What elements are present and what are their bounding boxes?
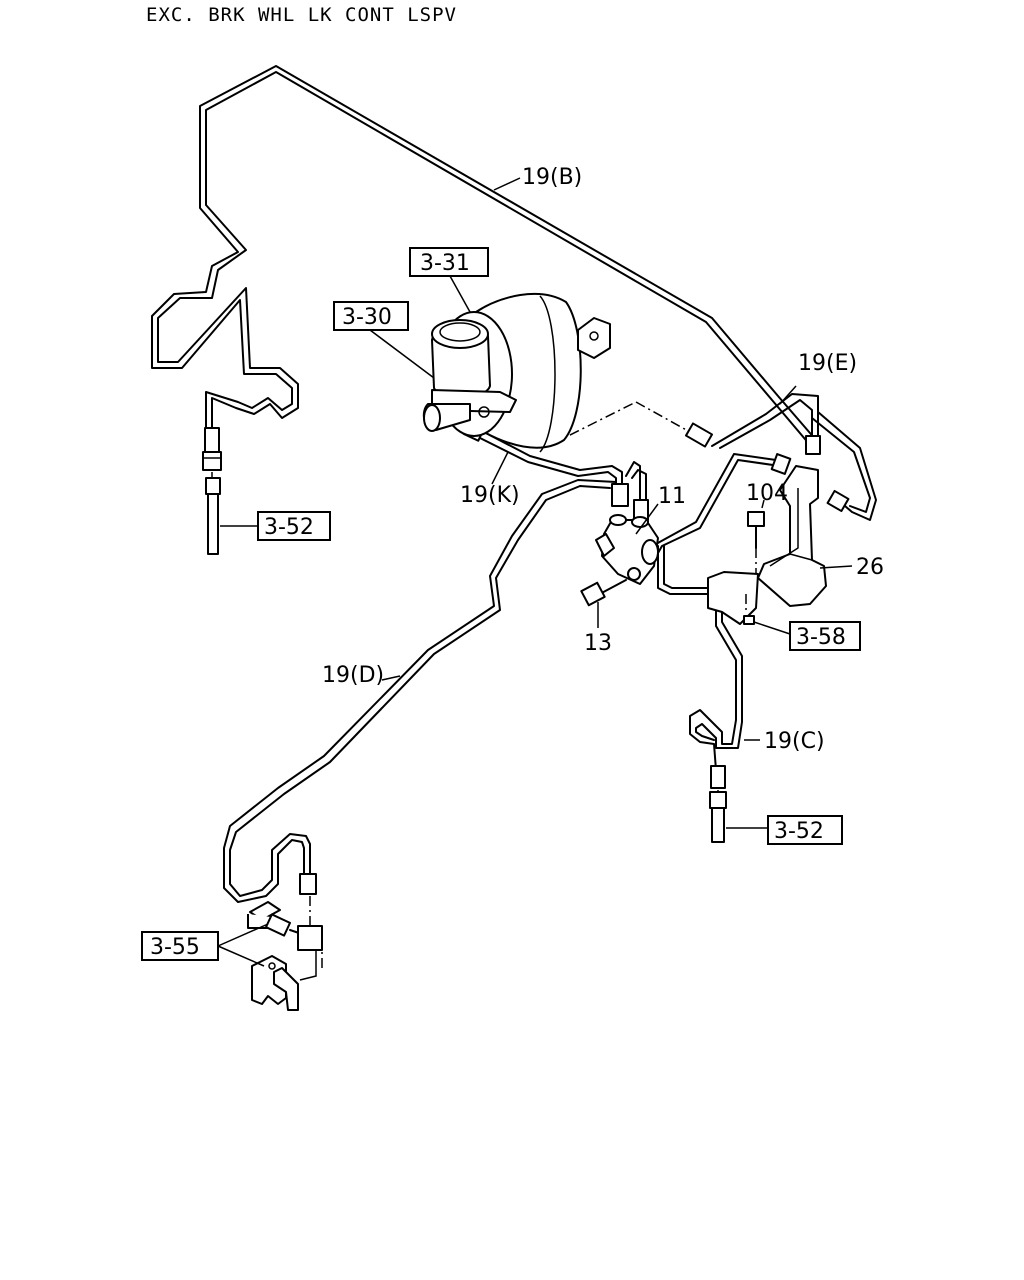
svg-text:3-52: 3-52	[774, 819, 824, 844]
align-line-2	[635, 401, 691, 433]
ref-box-bracket[interactable]: 3-58	[789, 621, 861, 651]
leader-lines	[217, 177, 853, 967]
master-cylinder	[422, 319, 517, 432]
pipe-19b	[151, 65, 817, 446]
lspv-valve	[595, 514, 659, 585]
label-19c: 19(C)	[764, 729, 825, 754]
label-19k: 19(K)	[460, 483, 520, 508]
diagram-title: EXC. BRK WHL LK CONT LSPV	[146, 4, 457, 26]
bracket-3-58	[707, 571, 791, 635]
ref-box-master-cylinder[interactable]: 3-30	[333, 301, 409, 331]
label-19b: 19(B)	[522, 165, 582, 190]
label-11: 11	[658, 484, 686, 509]
union-fitting	[684, 422, 714, 448]
pipe-19d	[223, 479, 649, 903]
svg-text:3-58: 3-58	[796, 625, 846, 650]
right-hose-fitting	[709, 765, 727, 843]
ref-box-booster[interactable]: 3-31	[409, 247, 489, 277]
bolt-13	[580, 579, 627, 607]
pipe-19c	[689, 605, 743, 771]
ref-box-hose-right[interactable]: 3-52	[767, 815, 843, 845]
ref-box-front-hose[interactable]: 3-55	[141, 931, 219, 961]
svg-text:3-30: 3-30	[342, 305, 392, 330]
front-hose-3-55	[247, 896, 323, 1011]
ref-box-hose-left[interactable]: 3-52	[257, 511, 331, 541]
svg-text:3-52: 3-52	[264, 515, 314, 540]
label-104: 104	[746, 481, 788, 506]
label-19d: 19(D)	[322, 663, 384, 688]
left-hose-fitting	[202, 427, 222, 555]
label-19e: 19(E)	[798, 351, 857, 376]
pipe-19e	[711, 393, 877, 521]
bracket-26	[757, 465, 827, 607]
label-26: 26	[856, 555, 884, 580]
svg-text:3-31: 3-31	[420, 251, 470, 276]
bolt-104	[747, 511, 765, 574]
label-13: 13	[584, 631, 612, 656]
svg-text:3-55: 3-55	[150, 935, 200, 960]
